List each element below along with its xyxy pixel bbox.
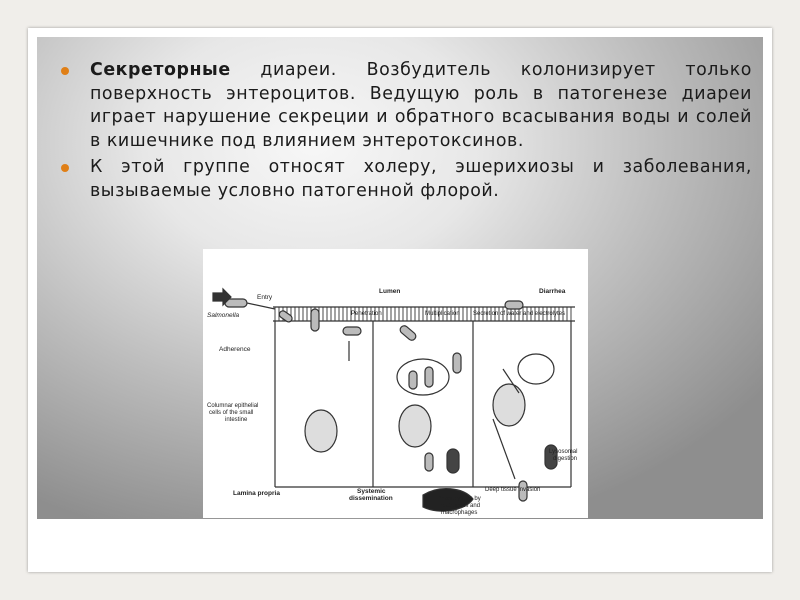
label-deep-tissue: Deep tissue invasion [485,487,540,493]
label-multiplication: Multiplication [425,311,460,317]
label-phago-1: Phagocytosis by [437,496,481,502]
bullet-list: Секреторные диареи. Возбудитель колонизи… [61,59,752,207]
label-lumen: Lumen [379,288,400,295]
label-entry: Entry [257,294,273,301]
bullet-dot-icon [61,67,69,75]
label-columnar-3: intestine [225,417,248,423]
label-adherence: Adherence [219,346,251,353]
label-diarrhea: Diarrhea [539,288,566,295]
content-panel: Секреторные диареи. Возбудитель колонизи… [37,37,763,519]
label-salmonella: Salmonella [207,312,240,319]
bullet-2-text: К этой группе относят холеру, эшерихиозы… [90,157,752,201]
label-lysosomal-1: Lysosomal [549,449,577,455]
label-penetration: Penetration [351,311,382,317]
label-lysosomal-2: digestion [553,456,577,462]
label-phago-2: neutrophils and [439,503,480,509]
label-systemic-2: dissemination [349,495,393,502]
bullet-item-2: К этой группе относят холеру, эшерихиозы… [61,156,752,203]
label-systemic-1: Systemic [357,488,386,495]
bullet-1-text: диареи. Возбудитель колонизирует только … [90,60,752,151]
bullet-1-bold: Секреторные [90,60,231,80]
label-columnar-1: Columnar epithelial [207,403,258,409]
pathogenesis-diagram: Entry Salmonella Lumen Diarrhea Penetrat… [203,249,588,518]
diagram-svg: Entry Salmonella Lumen Diarrhea Penetrat… [207,287,577,516]
slide: Секреторные диареи. Возбудитель колонизи… [28,28,772,572]
label-columnar-2: cells of the small [209,410,253,416]
label-phago-3: macrophages [441,510,477,516]
bullet-item-1: Секреторные диареи. Возбудитель колонизи… [61,59,752,153]
bullet-dot-icon [61,164,69,173]
label-lamina-propria: Lamina propria [233,490,280,497]
label-secretion: Secretion of water and electrolytes [473,311,565,317]
